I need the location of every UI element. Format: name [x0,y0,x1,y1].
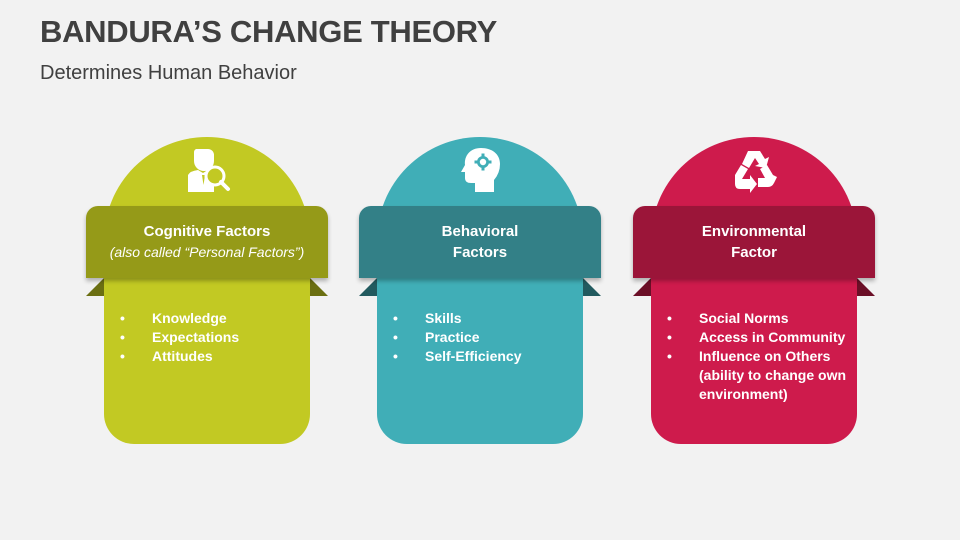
ribbon-fold-left [86,278,104,296]
list-item: Skills [391,309,591,328]
ribbon-fold-right [310,278,328,296]
card-item-list: Skills Practice Self-Efficiency [391,309,591,366]
card-heading: Cognitive Factors [143,223,271,240]
list-item: Social Norms [665,309,865,328]
card-item-list: Social Norms Access in Community Influen… [665,309,865,404]
list-item: Attitudes [118,347,318,366]
list-item: Influence on Others (ability to change o… [665,347,849,404]
card-ribbon: Cognitive Factors (also called “Personal… [86,206,328,278]
head-gear-icon [455,145,505,195]
card-heading-line2: Factor [731,244,777,261]
ribbon-fold-right [583,278,601,296]
ribbon-fold-right [857,278,875,296]
list-item: Knowledge [118,309,318,328]
list-item: Practice [391,328,591,347]
card-subheading: (also called “Personal Factors”) [109,244,305,260]
recycle-icon [729,145,779,195]
ribbon-fold-left [633,278,651,296]
cognitive-factors-card: Cognitive Factors (also called “Personal… [86,137,328,445]
list-item: Expectations [118,328,318,347]
card-ribbon: Behavioral Factors [359,206,601,278]
card-ribbon: Environmental Factor [633,206,875,278]
ribbon-fold-left [359,278,377,296]
person-search-icon [182,145,232,195]
page-subtitle: Determines Human Behavior [40,62,297,84]
card-heading: Environmental [701,223,807,240]
card-heading: Behavioral [441,223,519,240]
behavioral-factors-card: Behavioral Factors Skills Practice Self-… [359,137,601,445]
list-item: Self-Efficiency [391,347,591,366]
card-heading-line2: Factors [452,244,508,261]
card-item-list: Knowledge Expectations Attitudes [118,309,318,366]
page-title: BANDURA’S CHANGE THEORY [40,14,497,49]
environmental-factor-card: Environmental Factor Social Norms Access… [633,137,875,445]
list-item: Access in Community [665,328,865,347]
